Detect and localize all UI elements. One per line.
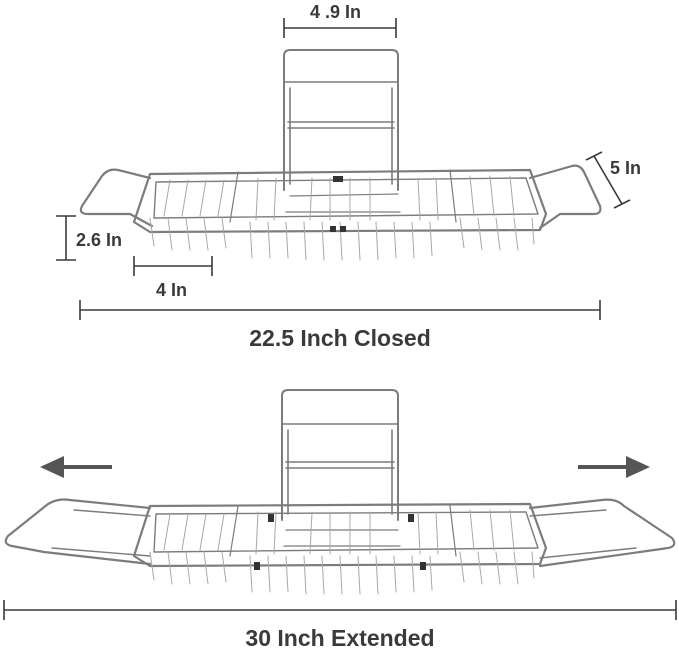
arrow-left-icon bbox=[40, 456, 112, 478]
dim-extended-length: 30 Inch Extended bbox=[3, 600, 677, 651]
extended-length-caption: 30 Inch Extended bbox=[245, 625, 434, 651]
dim-end-width-label: 4 In bbox=[156, 280, 187, 300]
dim-height-label: 2.6 In bbox=[76, 230, 122, 250]
arrow-right-icon bbox=[578, 456, 650, 478]
closed-length-caption: 22.5 Inch Closed bbox=[249, 325, 431, 351]
dim-height: 2.6 In bbox=[56, 215, 122, 261]
dim-holder-width: 4 .9 In bbox=[283, 2, 397, 38]
dim-depth: 5 In bbox=[585, 151, 641, 209]
dim-end-width: 4 In bbox=[133, 256, 213, 300]
closed-caddy-illustration bbox=[79, 49, 602, 261]
dim-closed-length: 22.5 Inch Closed bbox=[79, 300, 601, 351]
dim-depth-label: 5 In bbox=[610, 158, 641, 178]
extended-caddy-illustration bbox=[4, 389, 676, 595]
dim-holder-width-label: 4 .9 In bbox=[310, 2, 361, 22]
